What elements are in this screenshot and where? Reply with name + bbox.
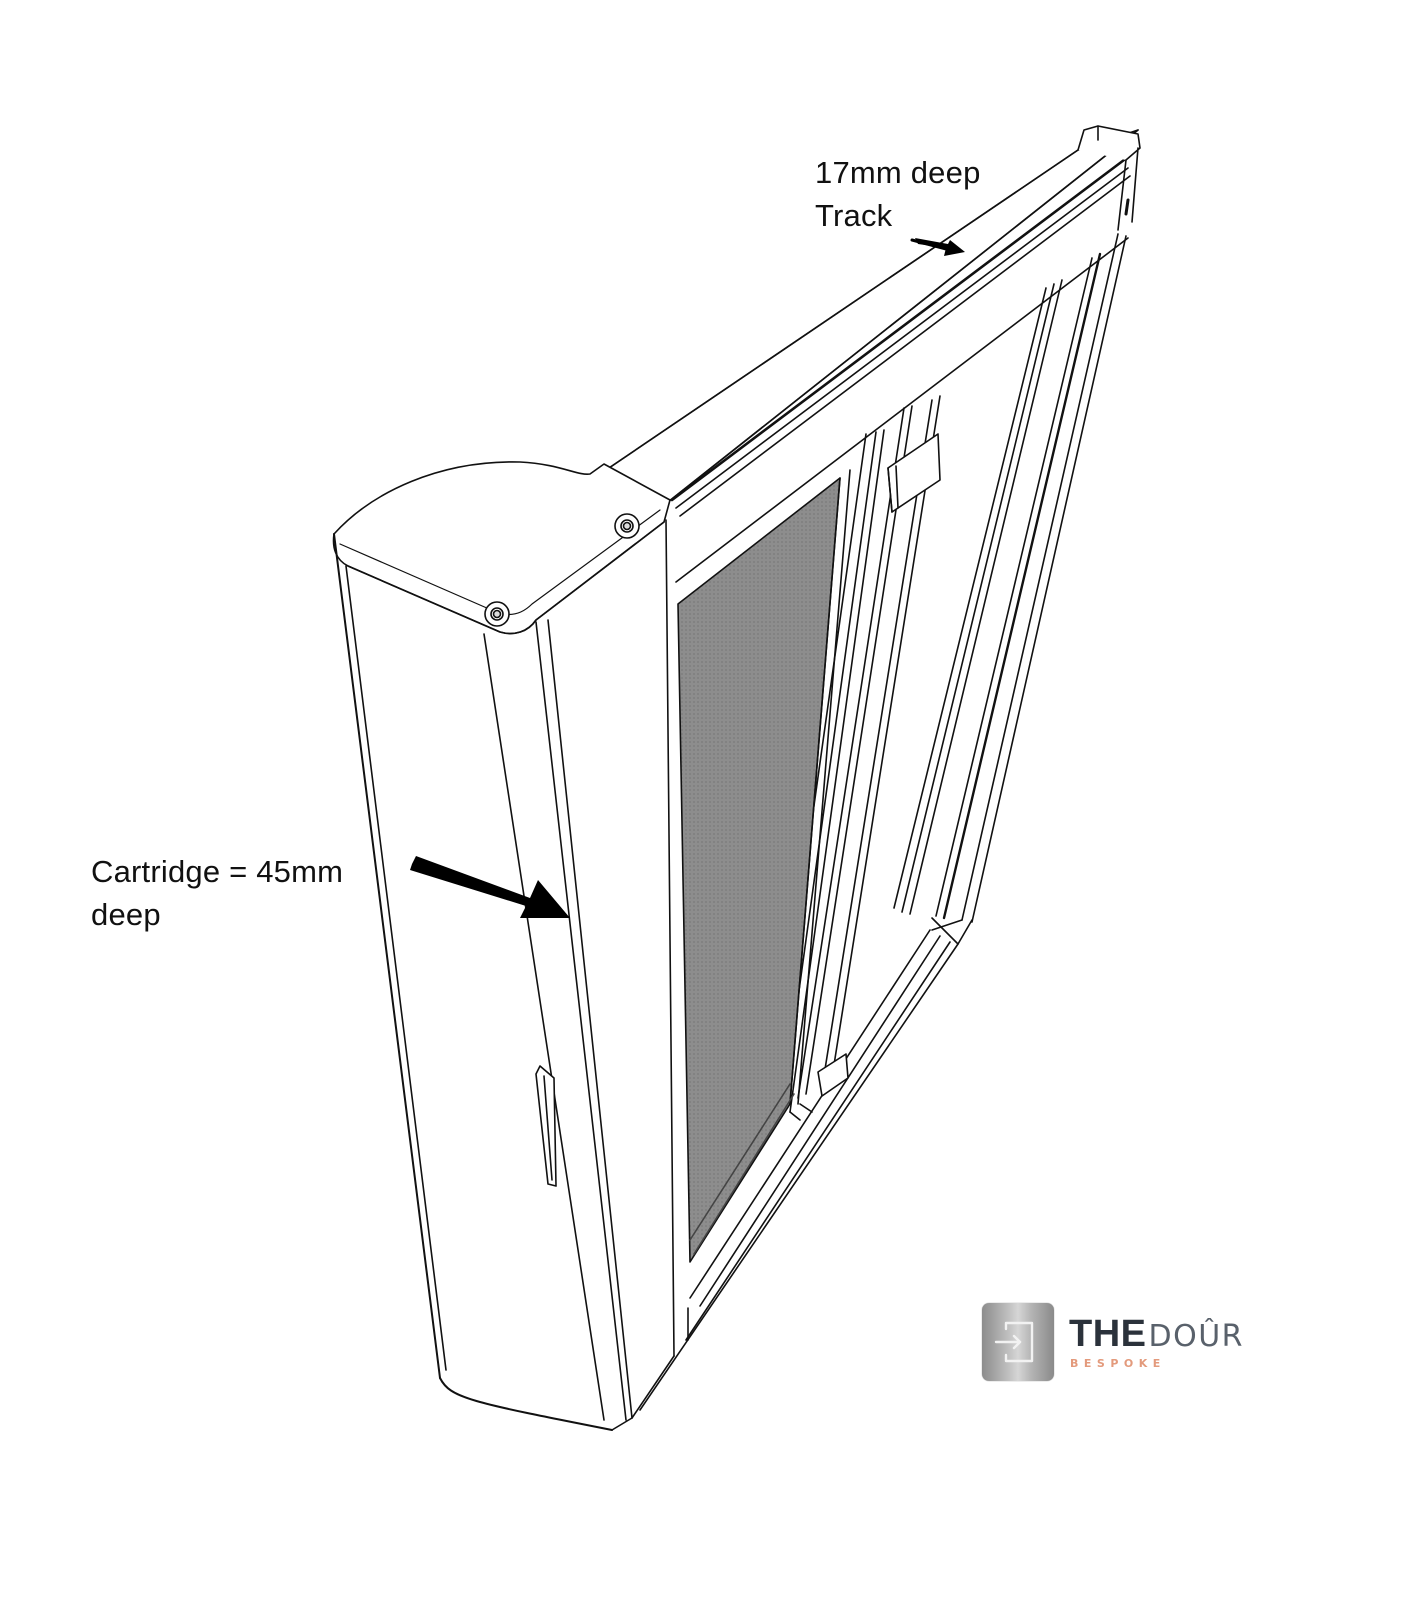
bottom-track bbox=[639, 917, 973, 1411]
track-label-line2: Track bbox=[815, 198, 893, 233]
mesh-panel bbox=[677, 469, 851, 1263]
logo-word-the: THE bbox=[1069, 1312, 1147, 1355]
top-track bbox=[605, 125, 1141, 583]
cartridge-arrow bbox=[410, 856, 570, 918]
cartridge bbox=[332, 461, 675, 1431]
side-frame-right bbox=[893, 233, 1127, 923]
cartridge-depth-label: Cartridge = 45mm deep bbox=[91, 850, 343, 936]
door-enter-icon bbox=[982, 1303, 1054, 1381]
brand-logo: THE DOÛR BESPOKE bbox=[982, 1302, 1244, 1382]
logo-wordmark: THE DOÛR BESPOKE bbox=[1069, 1315, 1244, 1370]
cartridge-label-line1: Cartridge = 45mm bbox=[91, 854, 344, 889]
track-label-line1: 17mm deep bbox=[815, 155, 981, 190]
track-arrow bbox=[910, 238, 965, 256]
slide-bar bbox=[769, 395, 941, 1121]
track-depth-label: 17mm deep Track bbox=[815, 151, 981, 237]
logo-tagline: BESPOKE bbox=[1070, 1356, 1166, 1370]
logo-word-dour: DOÛR bbox=[1148, 1318, 1245, 1354]
cartridge-label-line2: deep bbox=[91, 897, 161, 932]
